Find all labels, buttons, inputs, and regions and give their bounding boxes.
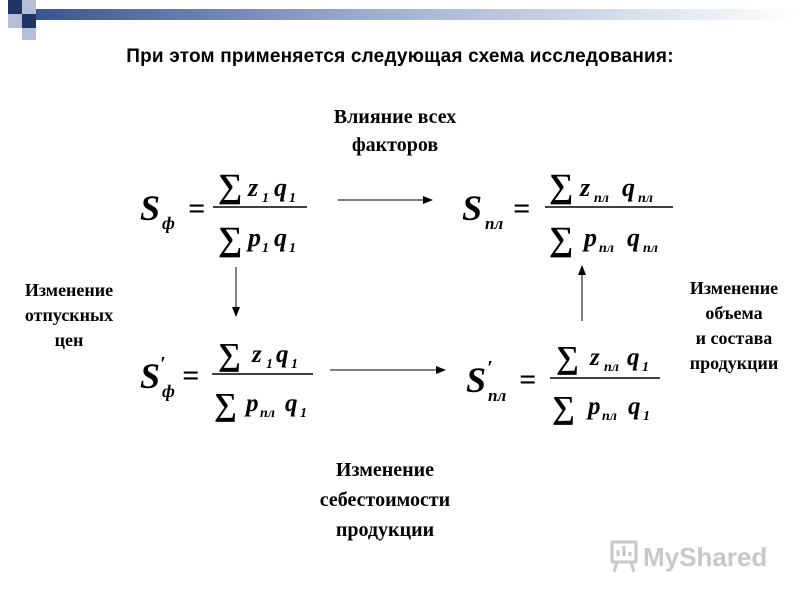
header-gradient-band xyxy=(36,9,800,20)
formula-s-fact: S ф = ∑ z 1 q 1 ∑ p 1 q 1 xyxy=(140,168,307,258)
formula-sigma: ∑ xyxy=(549,221,573,258)
formula-s: S xyxy=(140,188,160,228)
formula-s: S xyxy=(140,356,160,396)
formula-equals: = xyxy=(182,359,199,392)
formula-sigma: ∑ xyxy=(214,386,237,422)
formula-sigma: ∑ xyxy=(556,339,579,375)
formula-var: z xyxy=(251,341,262,368)
label-line: Изменение xyxy=(24,280,114,300)
formula-sub: пл xyxy=(643,241,658,256)
formula-s-prime-fact: S ′ ф = ∑ z 1 q 1 ∑ p пл q 1 xyxy=(140,336,313,422)
formula-var: p xyxy=(582,223,597,252)
formula-var: q xyxy=(627,223,640,252)
formula-sub: пл xyxy=(594,191,609,206)
formula-prime: ′ xyxy=(160,353,166,375)
presentation-board-icon xyxy=(610,540,638,573)
label-line: факторов xyxy=(351,134,439,156)
formula-sub: пл xyxy=(604,360,619,375)
formula-s: S xyxy=(466,360,486,400)
formula-var: p xyxy=(586,393,601,420)
formula-sigma: ∑ xyxy=(549,168,573,205)
formula-sigma: ∑ xyxy=(218,221,242,258)
formula-equals: = xyxy=(513,192,530,225)
label-line: продукции xyxy=(335,519,435,541)
label-line: и состава xyxy=(695,328,773,348)
formula-sigma: ∑ xyxy=(218,168,242,205)
label-all-factors: Влияние всех факторов xyxy=(290,103,500,159)
watermark-text: MyShared xyxy=(643,542,767,572)
deco-square-4 xyxy=(22,14,36,28)
label-line: отпускных xyxy=(24,305,114,325)
formula-sub: 1 xyxy=(642,360,649,375)
formula-sub: 1 xyxy=(643,409,650,424)
formula-var: q xyxy=(276,341,289,368)
formula-var: q xyxy=(622,173,635,202)
formula-var: p xyxy=(246,223,261,252)
formula-sub: 1 xyxy=(289,241,296,256)
formula-s: S xyxy=(462,188,482,228)
formula-var: q xyxy=(274,173,287,202)
formula-equals: = xyxy=(188,192,205,225)
formula-sub: пл xyxy=(599,241,614,256)
formula-prime: ′ xyxy=(487,357,493,379)
formula-sub: пл xyxy=(602,409,617,424)
formula-sub: 1 xyxy=(262,241,269,256)
formula-sub: пл xyxy=(260,406,275,421)
formula-var: z xyxy=(589,344,600,371)
formula-sub: 1 xyxy=(291,357,298,372)
formula-sub: пл xyxy=(638,191,653,206)
formula-sub: пл xyxy=(488,386,506,405)
formula-sub: ф xyxy=(162,381,175,401)
formula-var: q xyxy=(628,393,641,420)
formula-sub: ф xyxy=(162,213,175,233)
formula-sigma: ∑ xyxy=(218,336,241,372)
label-volume-change: Изменение объема и состава продукции xyxy=(668,276,800,376)
formula-s-plan: S пл = ∑ z пл q пл ∑ p пл q пл xyxy=(462,168,673,258)
label-line: себестоимости xyxy=(319,489,451,511)
slide-title: При этом применяется следующая схема исс… xyxy=(126,46,674,67)
label-line: объема xyxy=(705,303,763,323)
formula-sigma: ∑ xyxy=(552,389,575,425)
formula-sub: 1 xyxy=(262,191,269,206)
formula-var: z xyxy=(247,173,259,202)
deco-square-5 xyxy=(22,28,36,40)
formula-sub: пл xyxy=(485,214,503,233)
decorative-header xyxy=(8,0,800,40)
formula-var: q xyxy=(274,223,287,252)
label-price-change: Изменение отпускных цен xyxy=(4,278,134,353)
deco-square-3 xyxy=(8,14,22,28)
formula-var: z xyxy=(579,173,591,202)
deco-square-1 xyxy=(8,0,22,14)
label-cost-change: Изменение себестоимости продукции xyxy=(270,455,500,545)
deco-square-2 xyxy=(22,0,36,14)
formula-s-prime-plan: S ′ пл = ∑ z пл q 1 ∑ p пл q 1 xyxy=(466,339,660,425)
formula-equals: = xyxy=(519,363,536,396)
label-line: Изменение xyxy=(335,459,435,481)
formula-sub: 1 xyxy=(266,357,273,372)
label-line: Изменение xyxy=(689,278,779,298)
formula-var: q xyxy=(285,390,298,417)
formula-var: p xyxy=(244,390,259,417)
formula-sub: 1 xyxy=(289,191,296,206)
formula-var: q xyxy=(627,344,640,371)
label-line: Влияние всех xyxy=(333,106,457,128)
formula-sub: 1 xyxy=(300,406,307,421)
label-line: цен xyxy=(54,330,84,350)
label-line: продукции xyxy=(689,353,779,373)
